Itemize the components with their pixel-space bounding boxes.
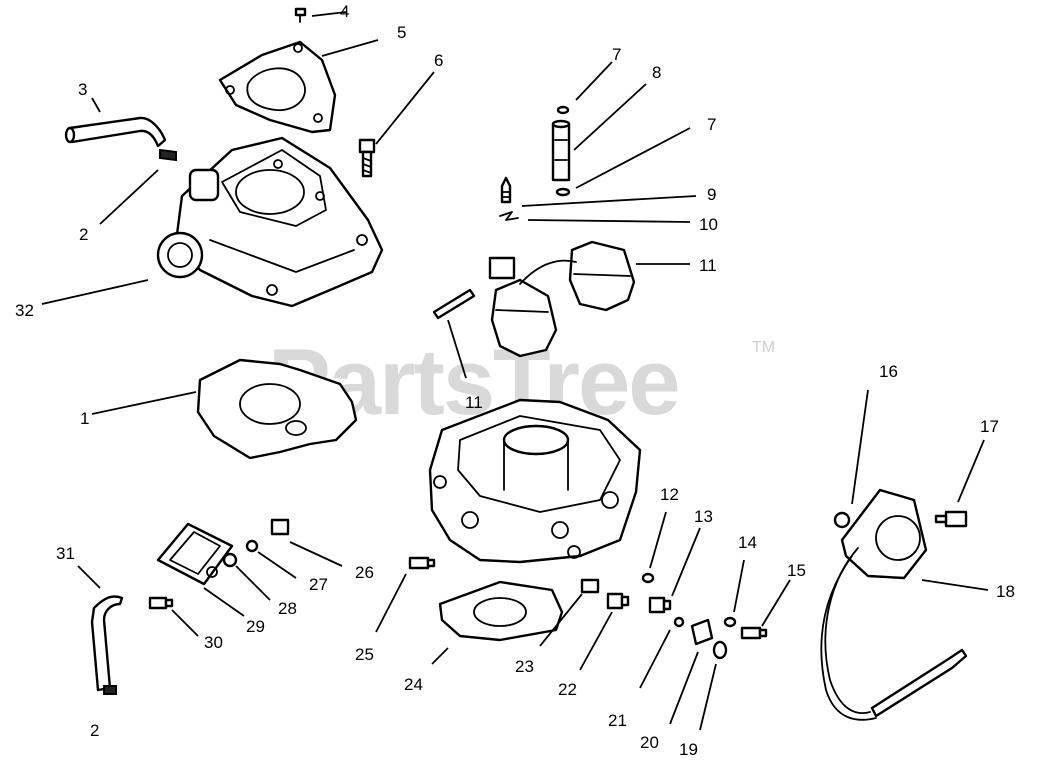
callout-11-float: 11: [699, 256, 717, 275]
part-13-screw: [648, 596, 672, 614]
callout-9: 9: [707, 185, 716, 204]
callout-10: 10: [699, 215, 718, 234]
callout-6: 6: [434, 51, 443, 70]
part-11-float: [488, 240, 636, 358]
part-10-clip: [499, 211, 519, 221]
part-25-screw: [408, 556, 436, 570]
callout-14: 14: [738, 533, 757, 552]
callout-12: 12: [660, 485, 679, 504]
part-24-gasket: [438, 580, 564, 642]
part-29-solenoid: [156, 522, 234, 586]
part-32-carburetor-top: [156, 136, 384, 308]
part-16-o-ring: [833, 511, 851, 529]
part-7-o-ring-bottom: [555, 187, 571, 197]
part-2-clamp-top: [159, 148, 177, 162]
part-23-spring: [580, 578, 600, 594]
callout-27: 27: [309, 575, 328, 594]
callout-13: 13: [694, 507, 713, 526]
callout-7-bottom: 7: [707, 115, 716, 134]
part-6-screw: [358, 138, 376, 178]
part-26-cap: [270, 518, 290, 536]
callout-2-bottom: 2: [90, 721, 99, 740]
callout-1: 1: [80, 409, 89, 428]
watermark-trademark: TM: [752, 339, 775, 356]
callout-17: 17: [980, 417, 999, 436]
callout-7-top: 7: [612, 45, 621, 64]
callout-20: 20: [640, 733, 659, 752]
part-5-plate: [218, 40, 337, 134]
callout-26: 26: [355, 563, 374, 582]
part-17-screw: [934, 510, 968, 528]
part-3-hose: [64, 116, 167, 148]
callout-25: 25: [355, 645, 374, 664]
part-22-screw: [606, 592, 630, 610]
callout-4: 4: [340, 2, 349, 21]
part-1-gasket: [196, 358, 358, 460]
part-15-screw: [740, 626, 768, 640]
part-31-hose: [90, 595, 124, 692]
callout-labels: 4 5 6 3 2 32 1 7 8 7 9 10 11 11 16 17 18…: [15, 2, 1015, 759]
part-7-o-ring-top: [556, 105, 570, 115]
callout-8: 8: [652, 63, 661, 82]
callout-22: 22: [558, 680, 577, 699]
callout-5: 5: [397, 23, 406, 42]
callout-29: 29: [246, 617, 265, 636]
part-4-screw: [294, 7, 307, 23]
part-19-o-ring: [712, 640, 728, 660]
callout-11-pin: 11: [465, 393, 483, 412]
callout-28: 28: [278, 599, 297, 618]
callout-24: 24: [404, 675, 423, 694]
part-28-nut: [222, 552, 238, 568]
part-18-solenoid: [820, 488, 968, 721]
part-21-washer: [673, 616, 685, 628]
part-11-pin: [432, 288, 476, 320]
callout-15: 15: [787, 561, 806, 580]
part-30-screw: [148, 596, 174, 610]
part-14-spring: [723, 616, 737, 628]
callout-19: 19: [679, 740, 698, 759]
callout-3: 3: [78, 80, 87, 99]
callout-2-top: 2: [79, 225, 88, 244]
callout-30: 30: [204, 633, 223, 652]
callout-31: 31: [56, 544, 75, 563]
part-12-o-ring: [641, 572, 655, 584]
callout-21: 21: [608, 711, 627, 730]
callout-23: 23: [515, 657, 534, 676]
part-2-clamp-bottom: [103, 685, 117, 695]
carburetor-body: [428, 398, 642, 564]
part-27-washer: [245, 539, 259, 553]
part-20-bushing: [690, 618, 714, 646]
callout-32: 32: [15, 301, 34, 320]
callout-16: 16: [879, 362, 898, 381]
callout-18: 18: [996, 582, 1015, 601]
part-8-tube: [551, 119, 571, 182]
leader-lines: [41, 11, 989, 731]
part-9-needle: [500, 176, 512, 204]
